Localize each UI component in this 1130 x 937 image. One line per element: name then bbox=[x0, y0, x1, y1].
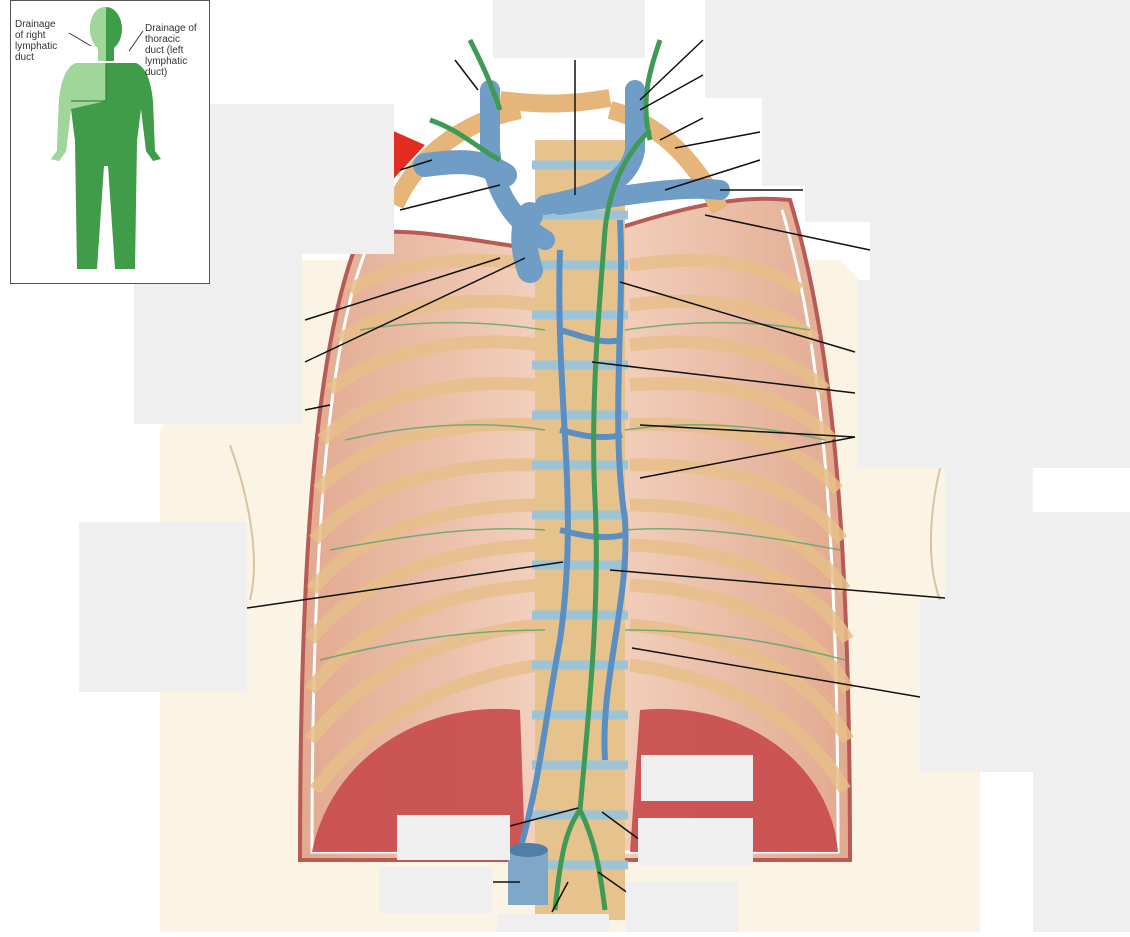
intercostal-lymphatics bbox=[319, 321, 846, 661]
vena-cava-stub bbox=[508, 843, 548, 905]
label-box-top-right bbox=[705, 0, 1130, 98]
azygos-veins bbox=[517, 219, 629, 851]
label-box-upper-right bbox=[762, 98, 1130, 186]
label-box-right-5 bbox=[945, 512, 1130, 600]
label-box-bottom-4 bbox=[379, 867, 492, 913]
label-box-right-4 bbox=[945, 468, 1033, 512]
body-silhouette-right-duct bbox=[51, 7, 106, 161]
right-duct-label: Drainage of right lymphatic duct bbox=[15, 19, 58, 63]
thoracic-duct bbox=[429, 38, 663, 911]
label-box-right-1 bbox=[805, 186, 1130, 222]
label-box-left-lower bbox=[79, 522, 247, 692]
label-box-right-3 bbox=[857, 280, 1130, 468]
label-box-bottom-2 bbox=[397, 815, 510, 860]
label-box-right-7 bbox=[1033, 772, 1130, 932]
label-box-right-6 bbox=[920, 600, 1130, 772]
label-box-top-center bbox=[493, 0, 645, 58]
drainage-inset: Drainage of right lymphatic duct Drainag… bbox=[10, 0, 210, 284]
label-box-bottom-3 bbox=[638, 818, 753, 865]
label-box-bottom-6 bbox=[497, 914, 609, 932]
label-box-bottom-5 bbox=[626, 882, 738, 932]
label-box-bottom-1 bbox=[641, 755, 753, 801]
label-box-right-2 bbox=[870, 222, 1130, 280]
label-box-left-upper bbox=[192, 104, 394, 254]
leader-lines bbox=[246, 39, 946, 913]
brachiocephalic-veins bbox=[413, 80, 730, 283]
ribs-left bbox=[304, 253, 541, 794]
left-duct-label: Drainage of thoracic duct (left lymphati… bbox=[145, 23, 197, 78]
